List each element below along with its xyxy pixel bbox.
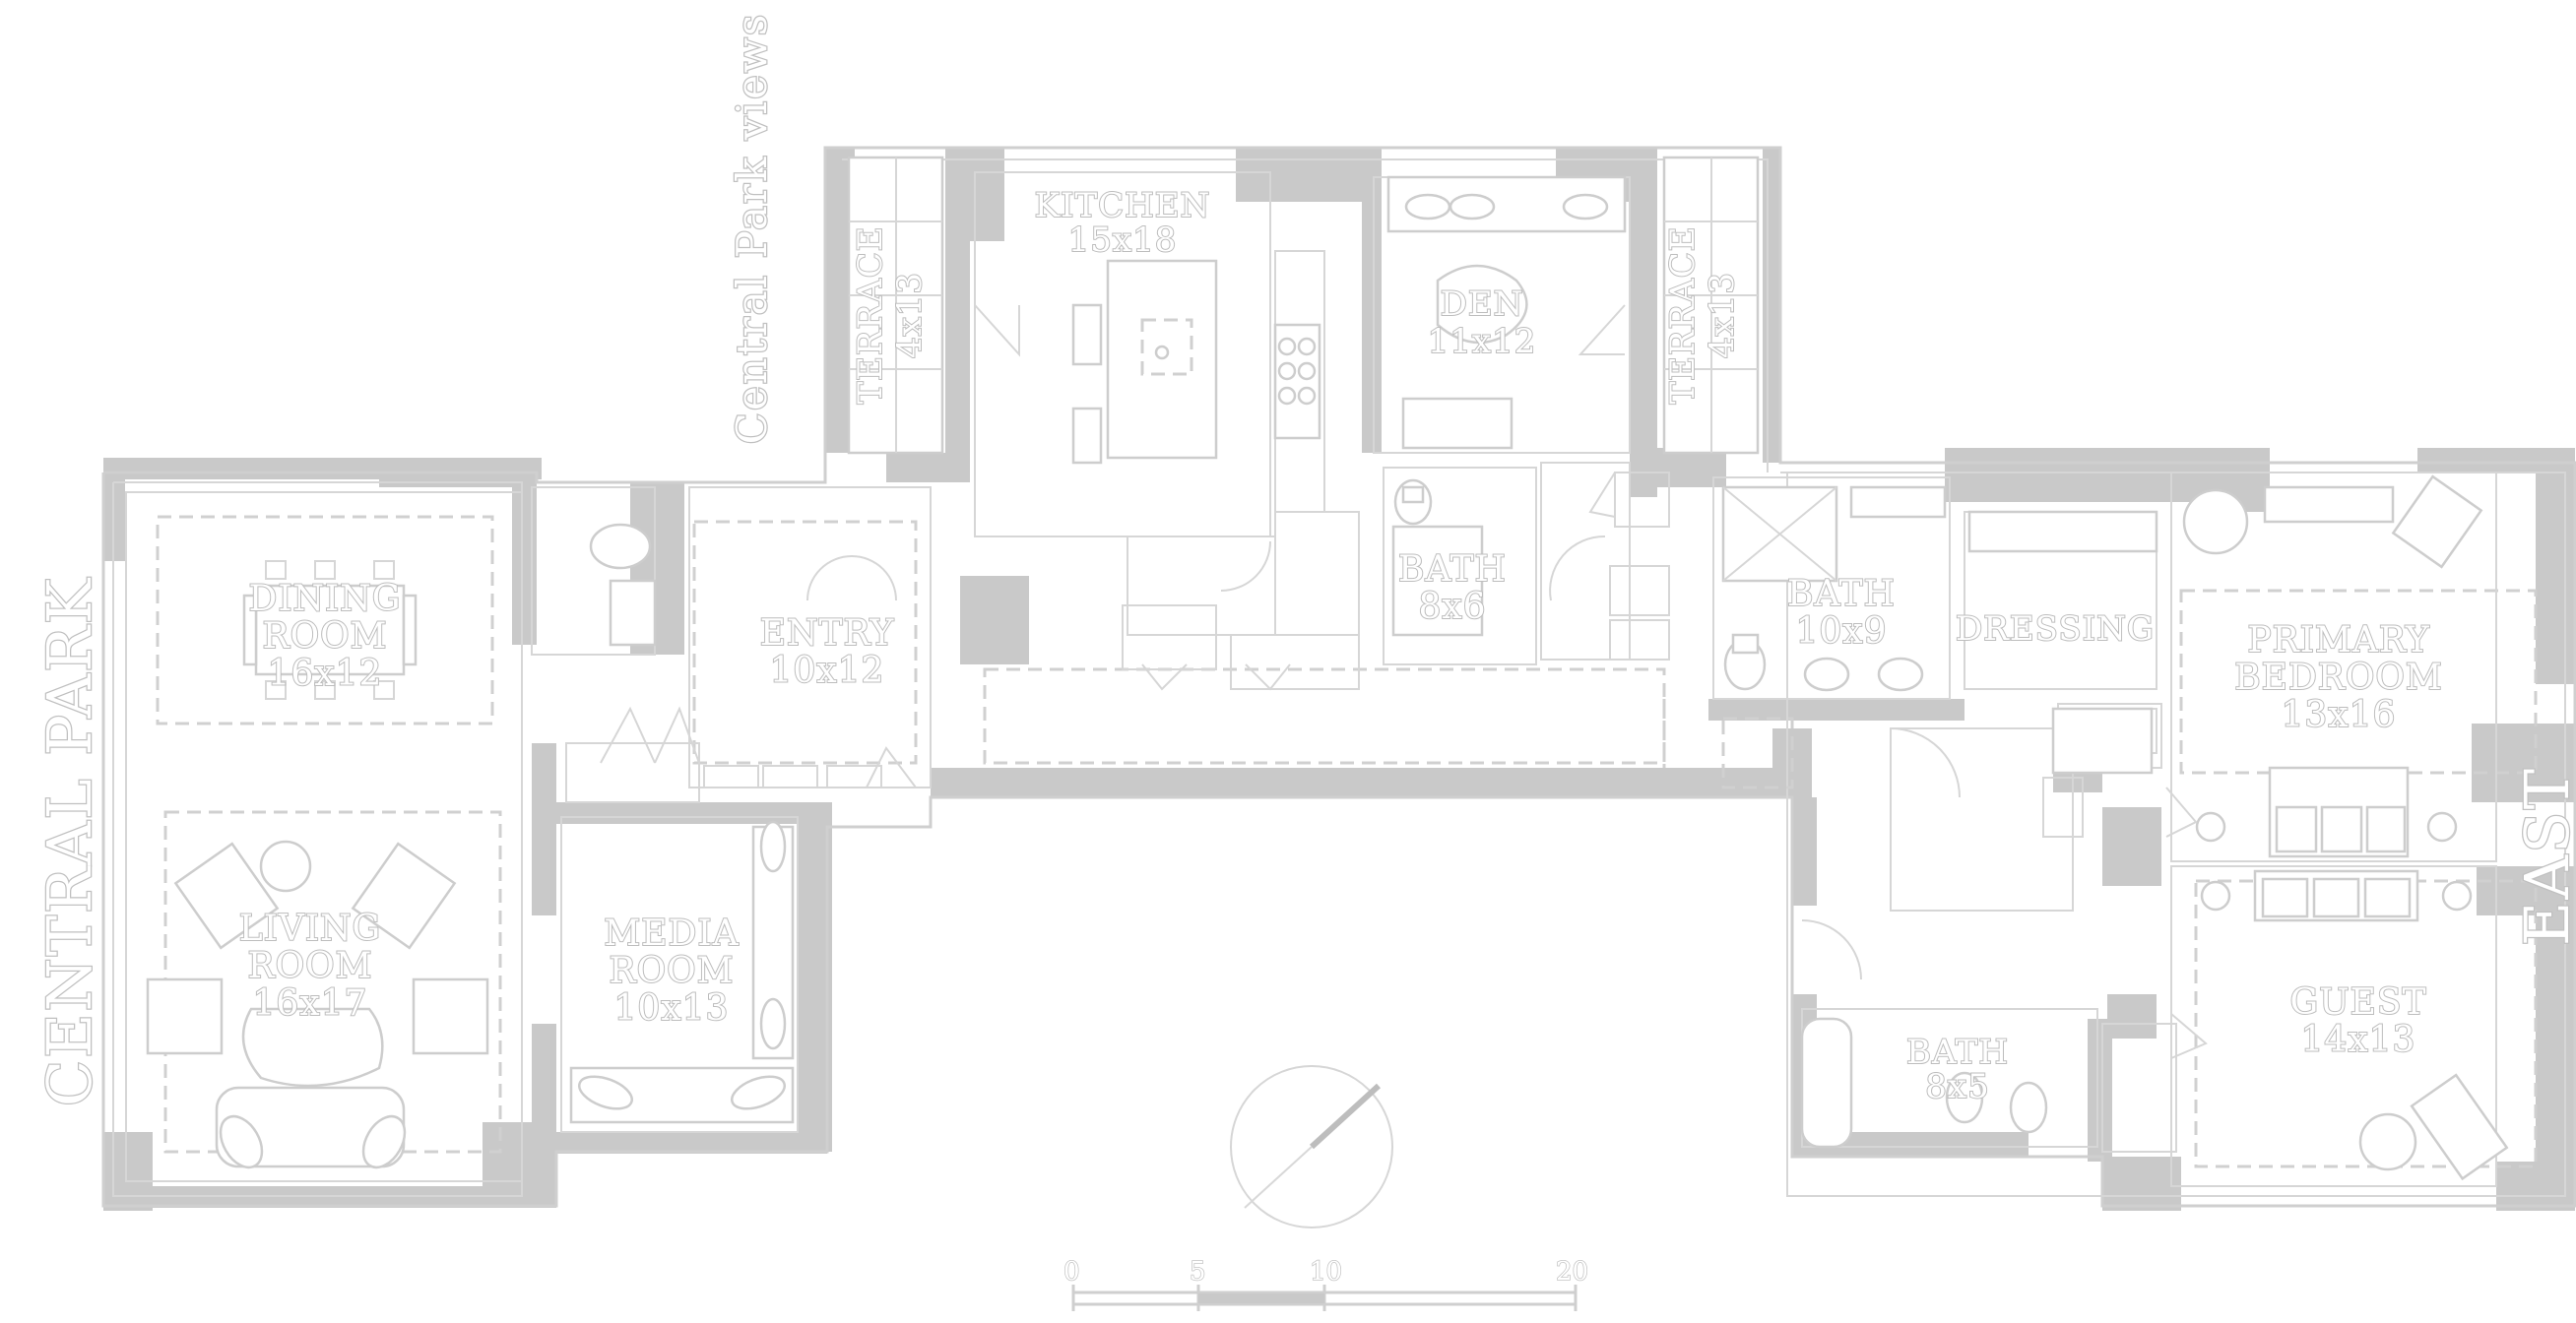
guest-bath-label: BATH (1906, 1033, 2009, 1072)
half-bath-label: BATH (1398, 549, 1507, 590)
terrace-east-label: TERRACE (1663, 225, 1703, 404)
bathtub (1800, 1017, 1853, 1149)
media-label-2: ROOM (610, 951, 735, 991)
primary-bedroom-label-2: BEDROOM (2234, 658, 2443, 698)
room-labels: KITCHEN 15x18 TERRACE 4x13 DEN 11x12 TER… (238, 185, 2443, 1107)
terrace-west-size: 4x13 (890, 272, 930, 358)
half-bath-size: 8x6 (1418, 587, 1486, 627)
furniture (146, 156, 2509, 1181)
scale-tick-20: 20 (1556, 1257, 1588, 1287)
north-arrow-icon (1230, 1065, 1393, 1228)
kitchen-label: KITCHEN (1035, 186, 1211, 225)
primary-bedroom-label-1: PRIMARY (2247, 620, 2429, 661)
dressing-label: DRESSING (1956, 609, 2155, 649)
guest-label: GUEST (2289, 982, 2426, 1023)
terrace-west-label: TERRACE (851, 225, 890, 404)
media-size: 10x13 (614, 988, 730, 1029)
living-label-2: ROOM (248, 946, 373, 986)
scale-bar: 0 5 10 20 (1063, 1256, 1589, 1311)
scale-tick-0: 0 (1063, 1257, 1080, 1287)
primary-bath-size: 10x9 (1795, 611, 1887, 652)
terrace-west-pavers (847, 156, 944, 455)
den-size: 11x12 (1428, 322, 1537, 361)
dining-label-2: ROOM (263, 616, 388, 657)
guest-bath-size: 8x5 (1925, 1067, 1989, 1106)
entry-size: 10x12 (770, 651, 885, 691)
scale-tick-10: 10 (1310, 1257, 1342, 1287)
partitions (531, 171, 2497, 1187)
media-label-1: MEDIA (604, 914, 739, 954)
east-label: EAST (2511, 767, 2576, 946)
dining-table (254, 584, 406, 676)
living-label-1: LIVING (239, 909, 382, 949)
exterior-labels: CENTRAL PARK Central Park views EAST (32, 11, 2576, 1107)
terrace-east-pavers (1662, 156, 1760, 455)
entry-label: ENTRY (760, 613, 895, 654)
central-park-label: CENTRAL PARK (33, 577, 105, 1106)
central-park-views-label: Central Park views (728, 13, 776, 445)
primary-bath-label: BATH (1787, 574, 1896, 614)
dining-label-1: DINING (248, 579, 401, 619)
dining-size: 16x12 (268, 654, 383, 694)
door-swings (600, 304, 2208, 1059)
den-label: DEN (1441, 284, 1524, 324)
scale-tick-5: 5 (1190, 1257, 1206, 1287)
terrace-east-size: 4x13 (1703, 272, 1742, 358)
kitchen-size: 15x18 (1068, 220, 1178, 260)
guest-size: 14x13 (2301, 1020, 2416, 1060)
primary-bedroom-size: 13x16 (2282, 695, 2397, 735)
living-size: 16x17 (253, 983, 368, 1024)
